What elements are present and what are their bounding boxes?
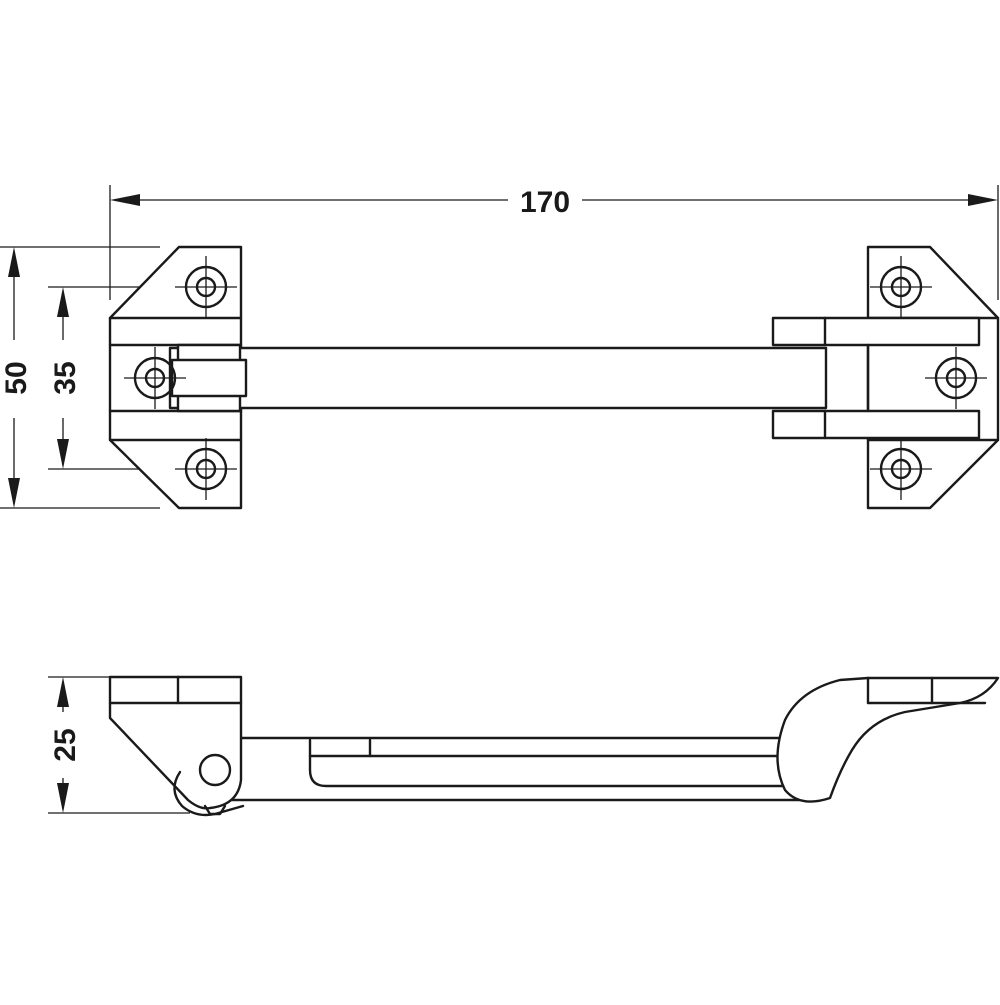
- side-view: [108, 675, 1000, 817]
- screw-hole-6: [925, 347, 987, 409]
- dimension-plate-height-label: 50: [0, 361, 33, 394]
- arrow-right: [968, 194, 998, 206]
- screw-hole-5: [870, 438, 932, 500]
- dimension-hole-spacing-label: 35: [49, 361, 82, 394]
- dimension-length: 170: [109, 185, 999, 300]
- dimension-depth-label: 25: [49, 728, 82, 761]
- screw-hole-3: [124, 347, 186, 409]
- dimension-length-label: 170: [520, 186, 570, 219]
- guard-arm: [168, 343, 828, 413]
- arrow-left: [110, 194, 140, 206]
- dimension-plate-height: 50: [0, 246, 160, 509]
- screw-hole-4: [870, 256, 932, 318]
- pivot-pin: [198, 753, 232, 787]
- screw-hole-2: [175, 438, 237, 500]
- dimension-depth: 25: [48, 676, 190, 814]
- screw-hole-1: [175, 256, 237, 318]
